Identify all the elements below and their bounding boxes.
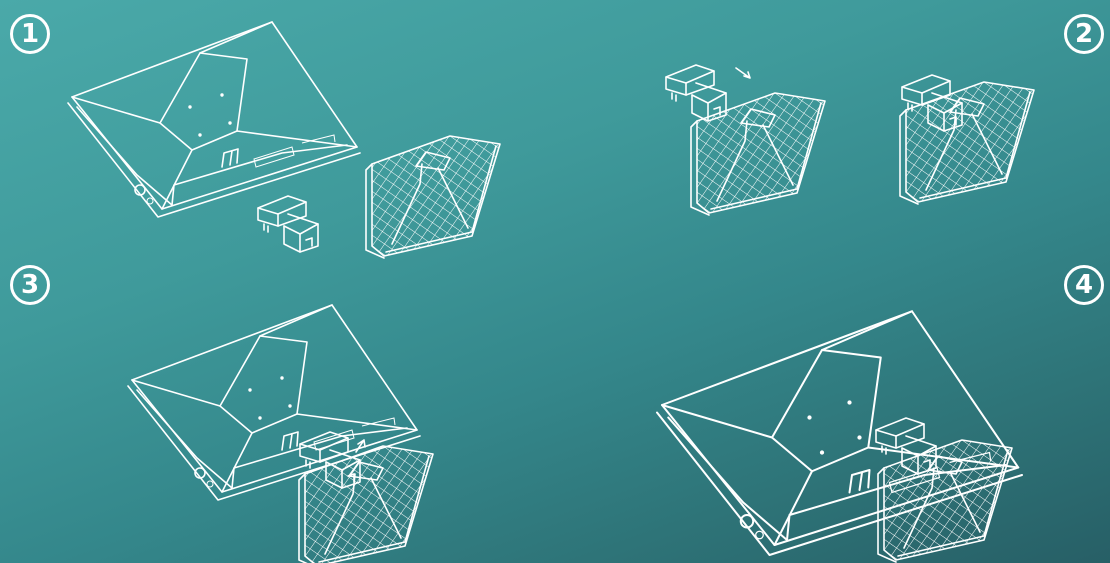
stand-base-step-1: [366, 136, 500, 258]
stand-neck-step-2a: [666, 65, 726, 121]
arrow-down-right-icon: [736, 68, 750, 78]
arrow-up-icon: [356, 440, 365, 452]
stand-base-step-2a: [691, 93, 825, 215]
monitor-back-step-1: [68, 22, 360, 217]
stand-base-step-4: [878, 440, 1012, 562]
stand-base-step-2b: [900, 82, 1034, 204]
stand-base-step-3: [299, 446, 433, 563]
stand-neck-step-1: [258, 196, 318, 252]
